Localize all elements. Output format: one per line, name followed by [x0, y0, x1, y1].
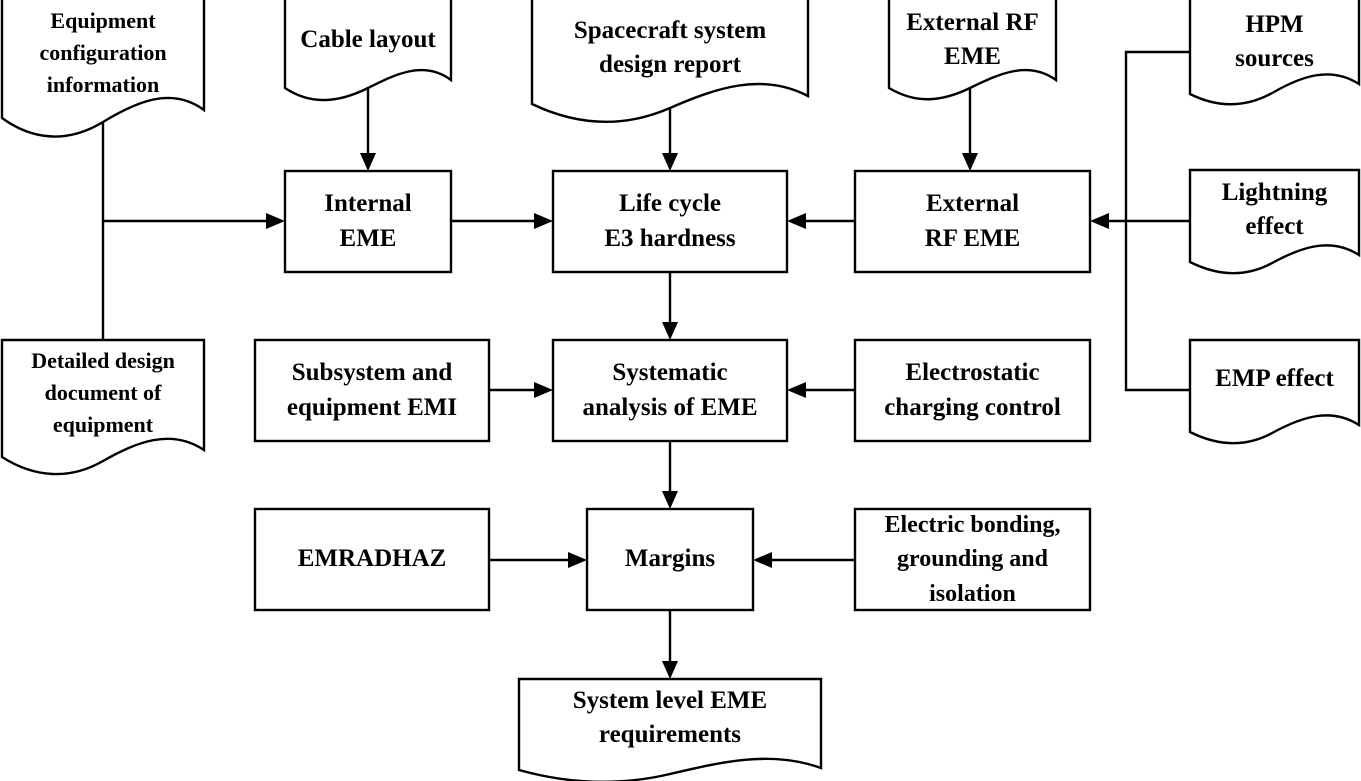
box-shape-internal-eme — [283, 169, 453, 274]
box-shape-life-cycle — [551, 169, 789, 274]
arrowhead-into-lifecycle-top — [662, 153, 678, 171]
life-cycle-box: Life cycle E3 hardness — [604, 190, 736, 252]
document-shape-lightning-effect — [1188, 168, 1361, 275]
box-shape-external-rf-eme — [853, 169, 1092, 274]
document-shape-cable-layout — [283, 0, 453, 102]
system-requirements-doc: System level EME requirements — [572, 686, 768, 749]
external-rf-doc: External RF EME — [906, 8, 1039, 71]
box-shape-margins — [585, 507, 755, 612]
emp-effect-doc: EMP effect — [1215, 364, 1334, 392]
connector-threats-to-external — [1104, 50, 1190, 392]
equipment-config-doc: Equipment configuration information — [39, 8, 167, 97]
box-shape-subsystem-emi — [253, 338, 491, 443]
document-shape-spacecraft-report — [530, 0, 810, 124]
arrowhead-into-margins-top — [662, 491, 678, 509]
arrowhead-into-margins-left — [568, 552, 587, 568]
arrowhead-into-external-top — [962, 153, 978, 171]
subsystem-emi-box: Subsystem and equipment EMI — [286, 359, 458, 421]
spacecraft-report-doc: Spacecraft system design report — [573, 16, 767, 79]
lightning-effect-doc: Lightning effect — [1221, 178, 1328, 241]
arrowhead-into-analysis-left — [534, 382, 553, 398]
arrowhead-into-analysis-right — [787, 382, 806, 398]
arrowhead-into-external-right — [1090, 213, 1109, 229]
document-shape-external-rf — [887, 0, 1058, 101]
box-shape-emradhaz — [253, 507, 491, 612]
detailed-design-doc: Detailed design document of equipment — [31, 348, 175, 437]
internal-eme-box: Internal EME — [324, 190, 412, 252]
box-shape-systematic-analysis — [551, 338, 789, 443]
arrowhead-into-internal-left — [266, 213, 285, 229]
arrowhead-into-internal-top — [360, 153, 376, 171]
margins-box: Margins — [624, 545, 716, 573]
document-shape-hpm-sources — [1188, 0, 1361, 106]
document-shape-emp-effect — [1188, 338, 1361, 445]
arrowhead-into-requirements-top — [662, 661, 678, 679]
electrostatic-box: Electrostatic charging control — [884, 359, 1061, 421]
connector-equip-to-internal — [101, 122, 270, 340]
emradhaz-box: EMRADHAZ — [297, 545, 447, 573]
arrowhead-into-margins-right — [753, 552, 772, 568]
document-shape-equipment-config — [0, 0, 206, 138]
cable-layout-doc: Cable layout — [300, 25, 436, 53]
external-rf-eme-box: External RF EME — [924, 190, 1021, 252]
box-shape-electrostatic — [853, 338, 1092, 443]
arrowhead-into-analysis-top — [662, 322, 678, 340]
document-shape-detailed-design — [0, 338, 206, 476]
box-shape-bonding — [853, 507, 1092, 612]
systematic-analysis-box: Systematic analysis of EME — [582, 359, 758, 421]
document-shape-system-requirements — [517, 677, 823, 781]
arrowhead-into-lifecycle-left — [534, 213, 553, 229]
bonding-box: Electric bonding, grounding and isolatio… — [884, 512, 1061, 607]
hpm-sources-doc: HPM sources — [1235, 10, 1314, 73]
arrowhead-into-lifecycle-right — [787, 213, 806, 229]
